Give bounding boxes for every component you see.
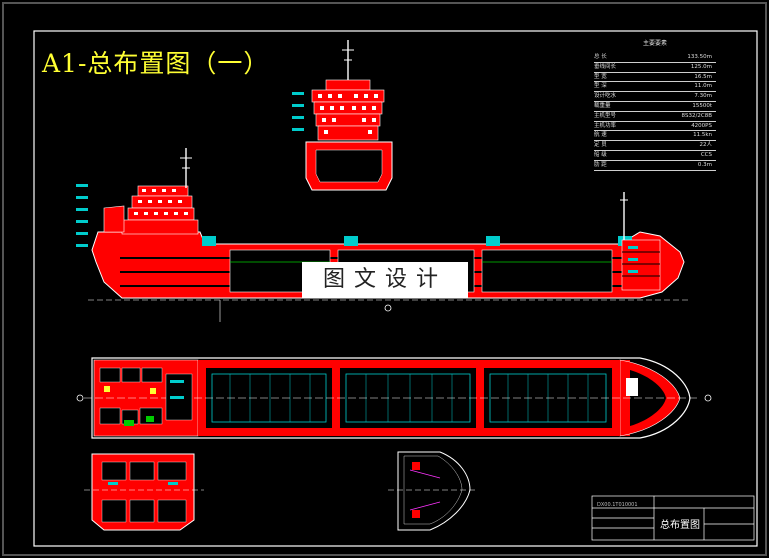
spec-label: 型 宽 [594, 73, 607, 80]
specs-row: 定 员 22人 [594, 141, 716, 151]
spec-value: 11.5kn [693, 132, 712, 139]
spec-label: 型 深 [594, 83, 607, 90]
spec-value: 4200PS [691, 122, 712, 129]
spec-value: 125.0m [690, 63, 712, 70]
spec-value: 0.3m [697, 161, 712, 168]
specs-row: 设计吃水 7.30m [594, 92, 716, 102]
spec-value: 11.0m [694, 83, 712, 90]
spec-value: CCS [700, 151, 712, 158]
specs-row: 型 深 11.0m [594, 82, 716, 93]
deck-plan [76, 357, 712, 439]
specs-row: 载重量 15500t [594, 102, 716, 112]
principal-particulars-table: 主要要素 总 长 133.50m 垂线间长 125.0m 型 宽 16.5m 型 深 1… [594, 38, 716, 171]
spec-value: 7.30m [694, 93, 712, 100]
spec-value: 15500t [692, 102, 712, 109]
poop-deck-plan [84, 453, 204, 531]
specs-row: 主机型号 8S32/2C8B [594, 112, 716, 122]
midship-section [292, 40, 393, 191]
watermark-banner: 图文设计 [302, 262, 468, 298]
spec-label: 主机型号 [594, 112, 617, 119]
spec-label: 垂线间长 [594, 63, 617, 70]
specs-row: 船 级 CCS [594, 151, 716, 161]
spec-label: 船 级 [594, 151, 607, 158]
spec-label: 肋 距 [594, 161, 607, 168]
bow-plan [388, 451, 478, 531]
spec-value: 8S32/2C8B [681, 112, 712, 119]
spec-value: 22人 [699, 142, 713, 149]
specs-row: 肋 距 0.3m [594, 161, 716, 171]
drawing-title: A1-总布置图（一） [42, 49, 270, 78]
spec-value: 133.50m [687, 54, 712, 60]
spec-label: 主机功率 [594, 122, 617, 129]
specs-row: 垂线间长 125.0m [594, 63, 716, 73]
specs-row: 主机功率 4200PS [594, 122, 716, 132]
title-block-drawing-no: DX00.1T010001 [597, 502, 638, 508]
spec-label: 载重量 [594, 102, 611, 109]
spec-label: 定 员 [594, 142, 607, 149]
specs-row: 型 宽 16.5m [594, 73, 716, 83]
specs-header: 主要要素 [642, 40, 667, 47]
specs-row: 航 速 11.5kn [594, 131, 716, 142]
drawing-border [33, 30, 758, 547]
spec-label: 航 速 [594, 132, 607, 139]
cargo-hold-3 [481, 249, 613, 293]
spec-value: 16.5m [694, 73, 712, 80]
title-block [591, 495, 755, 541]
spec-label: 设计吃水 [594, 93, 617, 100]
spec-label: 总 长 [594, 54, 607, 60]
title-block-drawing-name: 总布置图 [660, 520, 700, 531]
specs-row: 总 长 133.50m [594, 53, 716, 63]
